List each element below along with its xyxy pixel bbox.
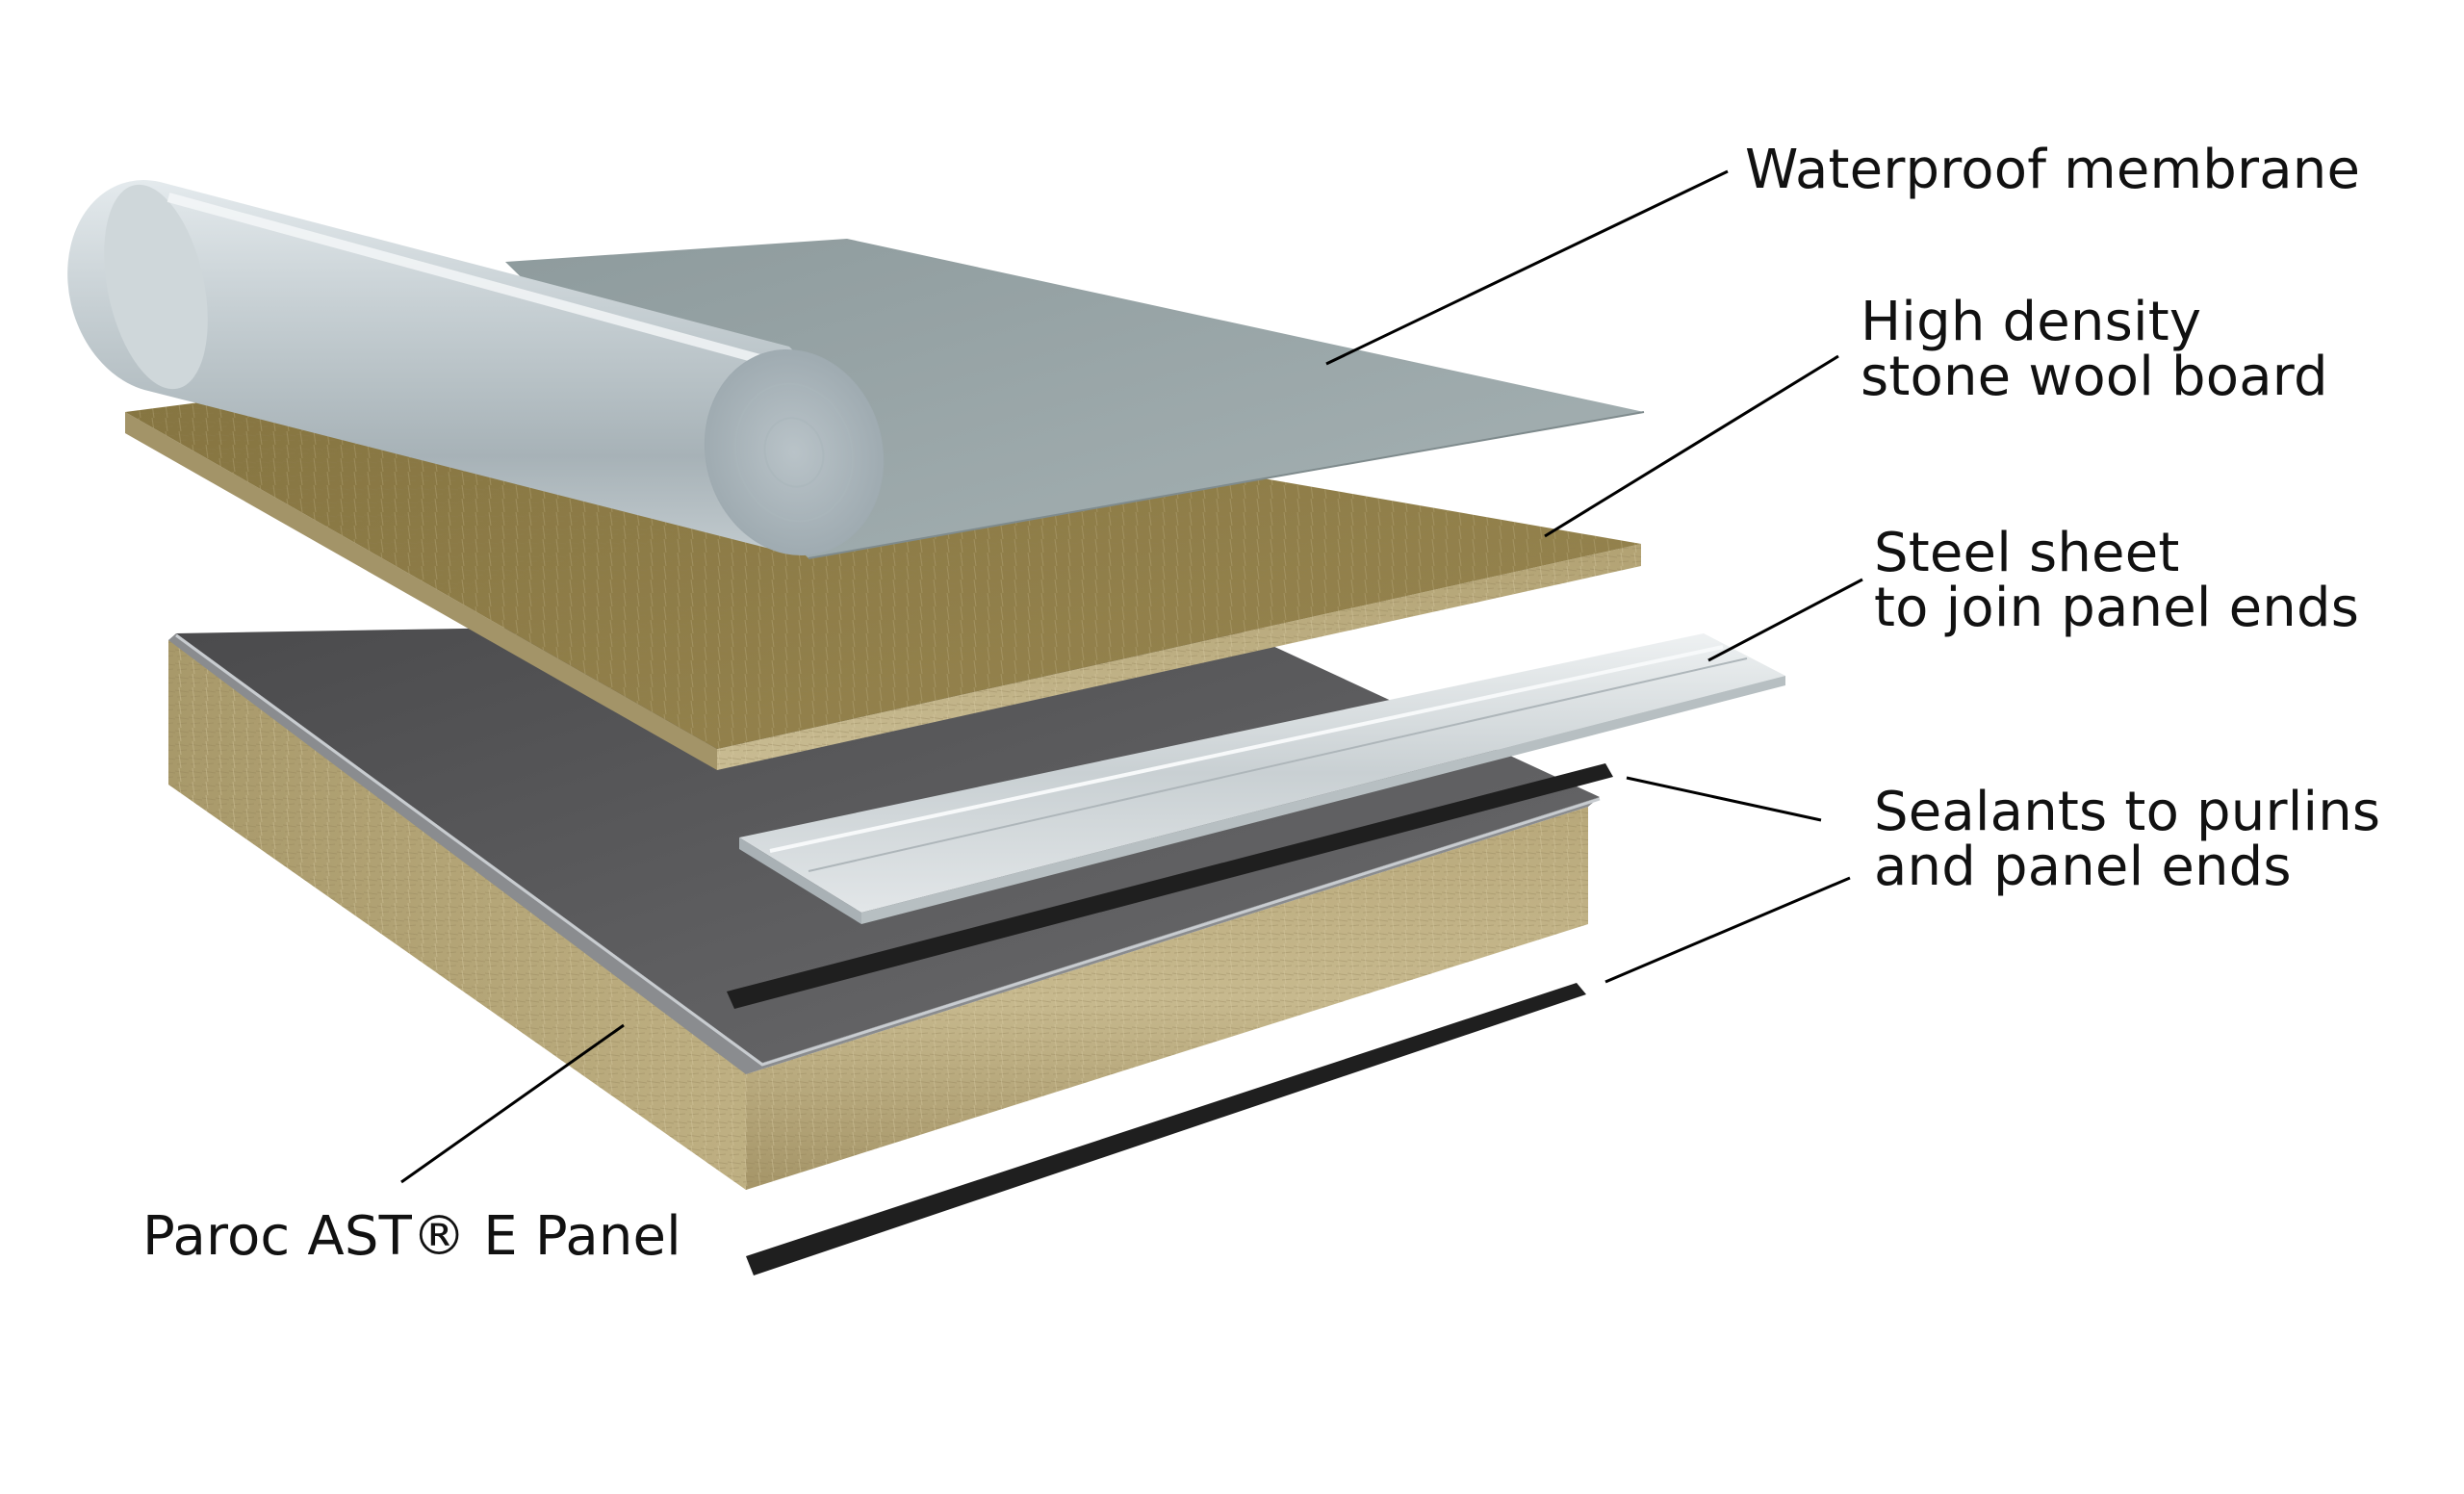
leader-sealant-upper	[1626, 776, 1822, 822]
sealant-strip-lower	[746, 983, 1586, 1275]
label-stone-wool-board-line1: High density	[1861, 291, 2202, 353]
leader-lines	[400, 169, 1863, 1184]
steel-sheet-top	[739, 633, 1785, 913]
leader-waterproof-membrane	[1325, 169, 1729, 366]
sealant-strip-upper	[727, 763, 1613, 1009]
label-steel-sheet: Steel sheet to join panel ends	[1874, 526, 2359, 635]
membrane-roll	[67, 180, 885, 556]
leader-sealant-lower	[1604, 876, 1851, 984]
label-steel-sheet-line2: to join panel ends	[1874, 577, 2360, 639]
leader-paroc-panel	[400, 1023, 625, 1184]
board-left-face	[125, 412, 717, 770]
label-sealants: Sealants to purlins and panel ends	[1874, 785, 2380, 894]
label-waterproof-membrane: Waterproof membrane	[1745, 139, 2361, 201]
sealant-strips	[727, 763, 1613, 1275]
roll-end-face	[704, 348, 885, 556]
label-sealants-line1: Sealants to purlins	[1874, 781, 2381, 843]
label-paroc-panel: Paroc AST® E Panel	[142, 1205, 681, 1268]
roll-body	[67, 180, 834, 549]
label-steel-sheet-line1: Steel sheet	[1874, 522, 2180, 584]
label-stone-wool-board: High density stone wool board	[1861, 295, 2328, 404]
steel-sheet	[739, 633, 1785, 924]
leader-stone-wool-board	[1544, 354, 1839, 538]
leader-steel-sheet	[1707, 578, 1863, 662]
label-stone-wool-board-line2: stone wool board	[1861, 346, 2328, 408]
label-sealants-line2: and panel ends	[1874, 836, 2292, 898]
